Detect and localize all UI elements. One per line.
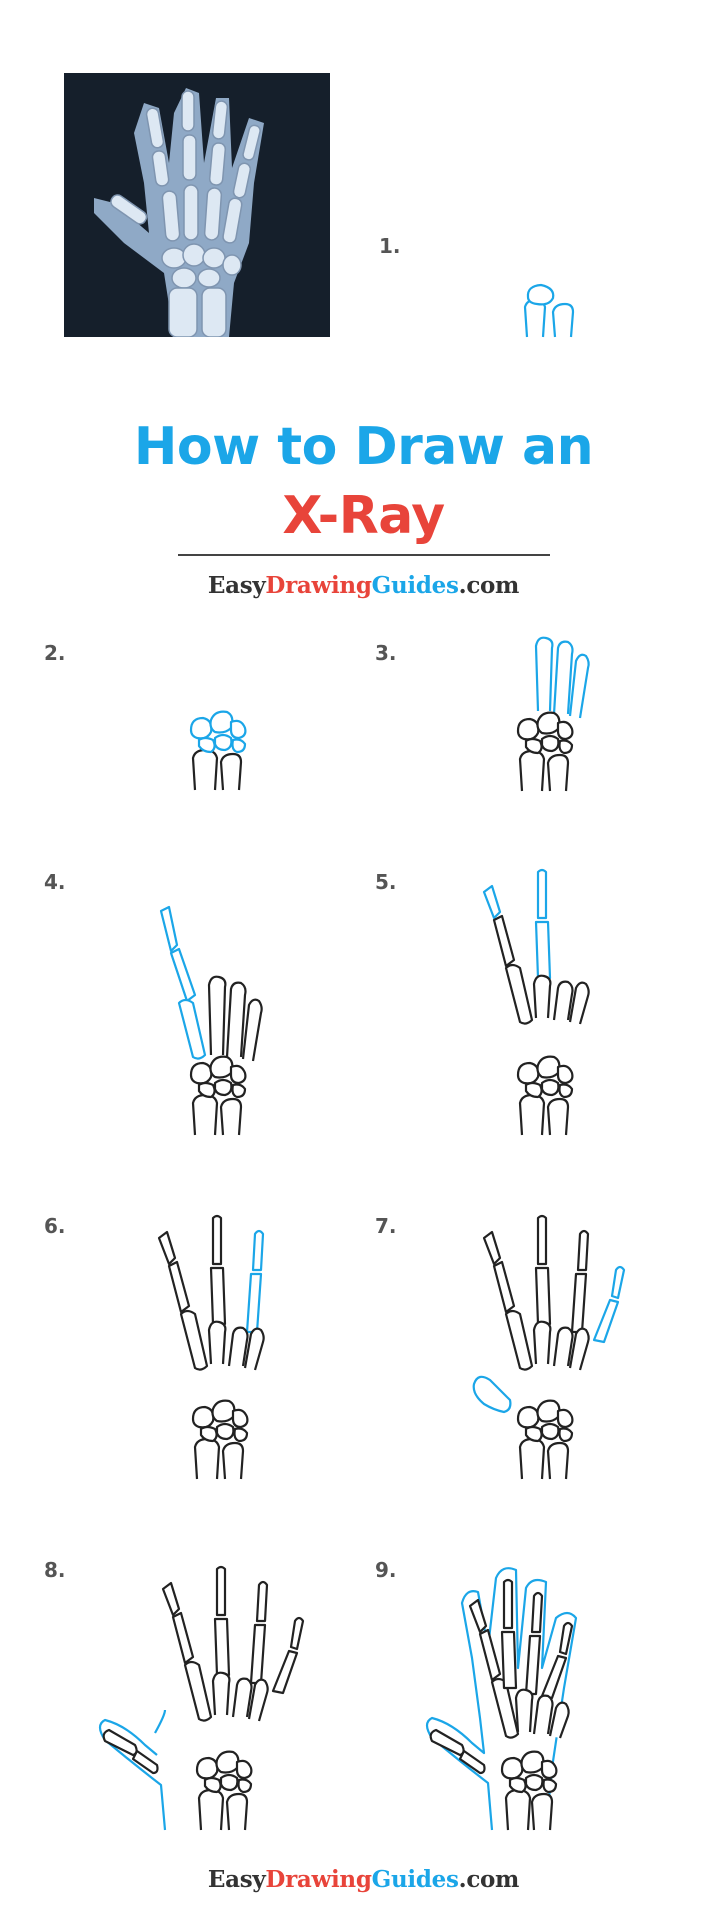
step-4-drawing: [159, 905, 263, 1136]
title-line-2: X-Ray: [282, 486, 445, 546]
brand-logo-bottom: EasyDrawingGuides.com: [0, 1866, 727, 1893]
step-7-drawing: [472, 1214, 626, 1480]
step-8-drawing: [98, 1565, 305, 1831]
step-number: 8.: [44, 1558, 66, 1582]
brand-com: .com: [458, 1866, 520, 1893]
title-divider: [178, 554, 550, 556]
step-9-drawing: [425, 1567, 578, 1831]
title-line-1: How to Draw an: [133, 417, 594, 477]
brand-com: .com: [458, 572, 520, 599]
step-5-drawing: [482, 868, 590, 1136]
xray-hand-illustration: [94, 88, 264, 337]
step-1-drawing: [523, 283, 575, 338]
step-2-drawing: [189, 710, 247, 791]
step-number: 1.: [379, 234, 401, 258]
step-number: 5.: [375, 870, 397, 894]
xray-hero-image: [64, 73, 330, 337]
step-number: 6.: [44, 1214, 66, 1238]
step-number: 9.: [375, 1558, 397, 1582]
brand-easy: Easy: [207, 1866, 266, 1893]
step-3-drawing: [516, 636, 590, 792]
brand-drawing: Drawing: [265, 1866, 372, 1893]
brand-drawing: Drawing: [265, 572, 372, 599]
step-number: 3.: [375, 641, 397, 665]
step-6-drawing: [157, 1214, 265, 1480]
brand-logo-top: EasyDrawingGuides.com: [0, 572, 727, 599]
step-number: 7.: [375, 1214, 397, 1238]
brand-easy: Easy: [207, 572, 266, 599]
brand-guides: Guides: [371, 1866, 459, 1893]
step-number: 2.: [44, 641, 66, 665]
step-number: 4.: [44, 870, 66, 894]
brand-guides: Guides: [371, 572, 459, 599]
